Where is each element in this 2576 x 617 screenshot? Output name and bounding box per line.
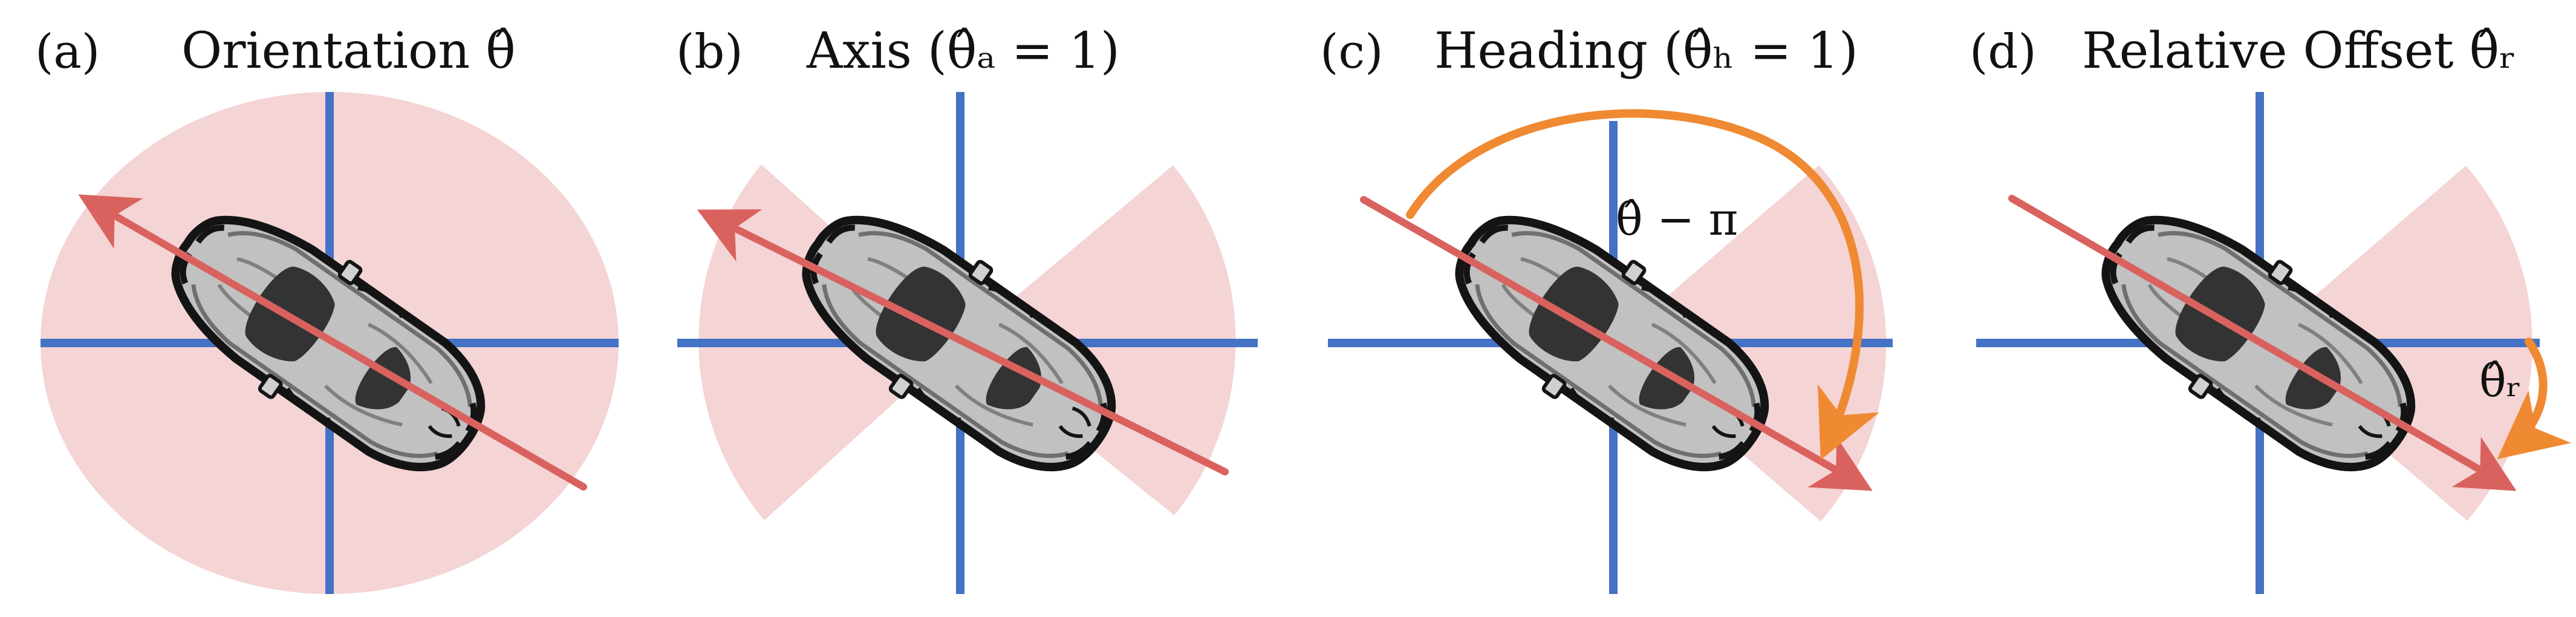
panel-title: Relative Offset θ̂ᵣ (2082, 22, 2516, 80)
panel-b: (b) Axis (θ̂ₐ = 1) (676, 22, 1258, 594)
angle-label: θ̂ − π (1616, 194, 1738, 246)
panel-letter: (d) (1969, 25, 2037, 79)
axis-arrow (697, 209, 1229, 475)
panel-title: Orientation θ̂ (181, 22, 516, 80)
panel-letter: (c) (1320, 25, 1384, 79)
heading-arrow (78, 194, 587, 491)
panel-title: Heading (θ̂ₕ = 1) (1434, 22, 1858, 80)
panel-c: (c) Heading (θ̂ₕ = 1) θ̂ − π (1320, 22, 1893, 594)
heading-arrow (1360, 196, 1873, 491)
panel-letter: (a) (35, 25, 100, 79)
angle-curve (1406, 109, 1880, 460)
panel-title: Axis (θ̂ₐ = 1) (806, 22, 1120, 80)
heading-arrow (2008, 195, 2517, 491)
panel-a: (a) Orientation θ̂ (35, 22, 619, 594)
offset-curve (2497, 338, 2571, 460)
panel-d: (d) Relative Offset θ̂ᵣ θ̂ᵣ (1969, 22, 2571, 594)
offset-label: θ̂ᵣ (2479, 355, 2522, 407)
panel-letter: (b) (676, 25, 743, 79)
